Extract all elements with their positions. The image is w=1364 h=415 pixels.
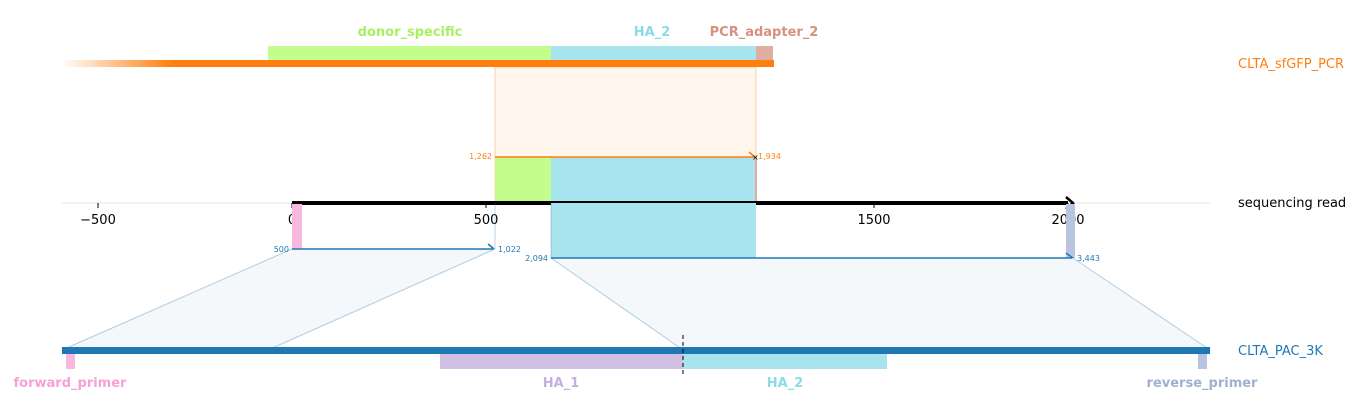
left-match-arrowhead — [487, 243, 495, 250]
feature-pcr-adapter2-top — [756, 46, 773, 60]
feature-reverse-primer — [1198, 354, 1207, 369]
track-name-bottom: CLTA_PAC_3K — [1238, 344, 1323, 359]
top-match-start-label: 1,262 — [469, 152, 492, 161]
bottom-track-bar — [62, 347, 1210, 354]
right-match-end-label: 3,443 — [1077, 254, 1100, 263]
projected-ha2-top — [551, 157, 756, 203]
top-match-arrowhead — [748, 151, 756, 158]
label-ha1: HA_1 — [543, 376, 580, 391]
label-reverse-primer: reverse_primer — [1147, 376, 1259, 391]
projected-ha2-below — [551, 203, 756, 258]
right-match-fan — [551, 258, 1210, 350]
left-fan-edge-b — [267, 248, 496, 351]
left-match-start-label: 500 — [274, 245, 289, 254]
right-match-arrowhead — [1065, 252, 1074, 259]
right-fan-edge-a — [550, 257, 684, 351]
reverse-primer-marker — [1066, 204, 1075, 258]
top-track-fade — [62, 60, 172, 67]
track-name-middle: sequencing read — [1238, 196, 1346, 211]
right-match-start-label: 2,094 — [525, 254, 548, 263]
projected-donor-specific — [495, 157, 551, 203]
feature-donor-specific-top — [268, 46, 551, 60]
left-match-fan — [62, 249, 495, 350]
track-name-top: CLTA_sfGFP_PCR — [1238, 57, 1344, 72]
feature-forward-primer — [66, 354, 75, 369]
feature-ha1 — [440, 354, 683, 369]
top-track-bar — [172, 60, 774, 67]
axis-tick-label: 1500 — [857, 213, 890, 228]
feature-ha2-top — [551, 46, 756, 60]
label-ha2-bottom: HA_2 — [767, 376, 804, 391]
label-forward-primer: forward_primer — [14, 376, 128, 391]
right-fan-edge-b — [1072, 257, 1211, 351]
left-fan-edge-a — [61, 248, 293, 351]
top-match-cross-icon: × — [752, 153, 759, 162]
left-match-end-label: 1,022 — [498, 245, 521, 254]
top-match-end-label: 1,934 — [758, 152, 781, 161]
label-pcr-adapter2: PCR_adapter_2 — [710, 25, 819, 40]
label-donor-specific: donor_specific — [358, 25, 463, 40]
label-ha2-top: HA_2 — [634, 25, 671, 40]
feature-ha2-bottom — [683, 354, 887, 369]
forward-primer-marker — [292, 204, 302, 249]
axis-tick-label: 500 — [474, 213, 499, 228]
axis-tick-label: −500 — [80, 213, 116, 228]
